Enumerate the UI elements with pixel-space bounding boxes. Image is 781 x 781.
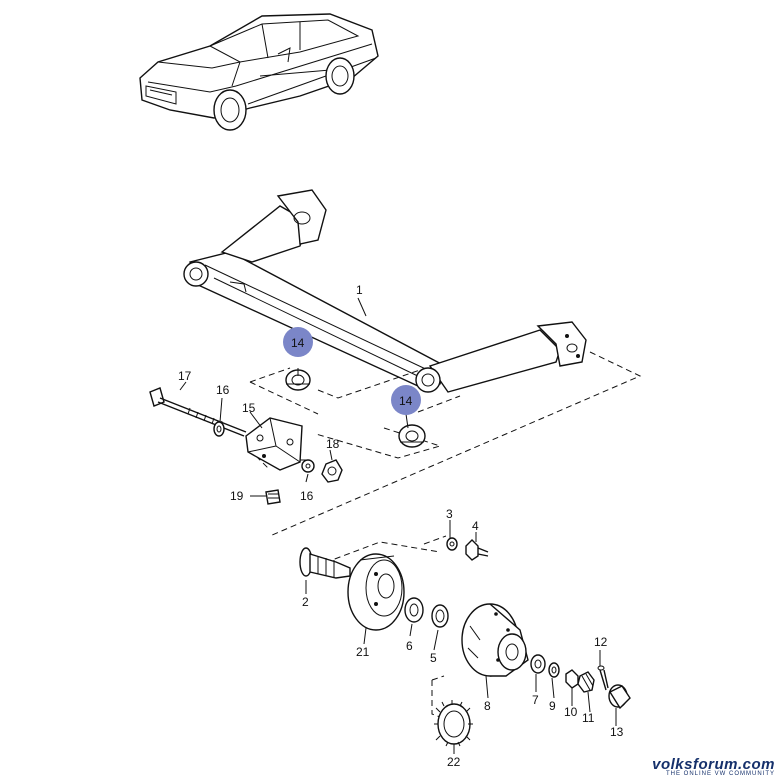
washer-16-upper — [213, 421, 225, 437]
watermark: volksforum.com THE ONLINE VW COMMUNITY — [652, 756, 775, 777]
plug-19 — [265, 489, 281, 505]
highlight-badge-14-lower — [391, 385, 421, 415]
callout-10: 10 — [564, 705, 578, 719]
bearing-7 — [530, 654, 546, 674]
callout-6: 6 — [406, 639, 413, 653]
callout-3: 3 — [446, 507, 453, 521]
callout-5: 5 — [430, 651, 437, 665]
watermark-sub: THE ONLINE VW COMMUNITY — [665, 771, 775, 777]
bracket-15 — [245, 417, 306, 471]
callout-15: 15 — [242, 401, 256, 415]
watermark-main: volksforum.com — [652, 756, 775, 773]
callout-1: 1 — [356, 283, 363, 297]
stub-axle-2 — [299, 547, 351, 579]
callout-2: 2 — [302, 595, 309, 609]
callout-19: 19 — [230, 489, 244, 503]
callout-18: 18 — [326, 437, 340, 451]
callout-4: 4 — [472, 519, 479, 533]
abs-ring-22 — [434, 700, 473, 747]
car-illustration — [139, 13, 379, 131]
callout-13: 13 — [610, 725, 624, 739]
washer-16-lower — [301, 459, 315, 473]
callout-21: 21 — [356, 645, 370, 659]
bushing-lower — [398, 424, 426, 448]
callout-14-lower: 14 — [399, 394, 413, 408]
callout-12: 12 — [594, 635, 608, 649]
lock-ring-11 — [577, 671, 595, 693]
callout-17: 17 — [178, 369, 192, 383]
bolt-4 — [465, 539, 489, 561]
callout-16-lower: 16 — [300, 489, 314, 503]
callout-16-upper: 16 — [216, 383, 230, 397]
highlight-badge-14-upper — [283, 327, 313, 357]
nut-18 — [321, 459, 343, 483]
washer-3 — [446, 537, 458, 551]
callout-9: 9 — [549, 699, 556, 713]
callout-8: 8 — [484, 699, 491, 713]
backing-plate-21 — [347, 553, 405, 631]
seal-6 — [404, 597, 424, 623]
axle-beam — [183, 189, 587, 393]
leader-lines — [179, 297, 617, 754]
dust-cap-13 — [608, 684, 631, 710]
callout-11: 11 — [582, 711, 595, 725]
assembly-guide-lines — [249, 351, 642, 721]
cotter-pin-12 — [597, 665, 609, 691]
washer-9 — [548, 662, 560, 678]
bearing-5 — [431, 604, 449, 628]
bolt-17 — [149, 387, 247, 437]
nut-10 — [565, 669, 579, 689]
callout-7: 7 — [532, 693, 539, 707]
callout-14-upper: 14 — [291, 336, 305, 350]
brake-drum-8 — [461, 603, 529, 677]
callout-labels: 1 2 3 4 5 6 7 8 9 10 11 12 13 14 14 15 1… — [178, 283, 624, 769]
callout-22: 22 — [447, 755, 461, 769]
bushing-upper — [285, 369, 311, 391]
